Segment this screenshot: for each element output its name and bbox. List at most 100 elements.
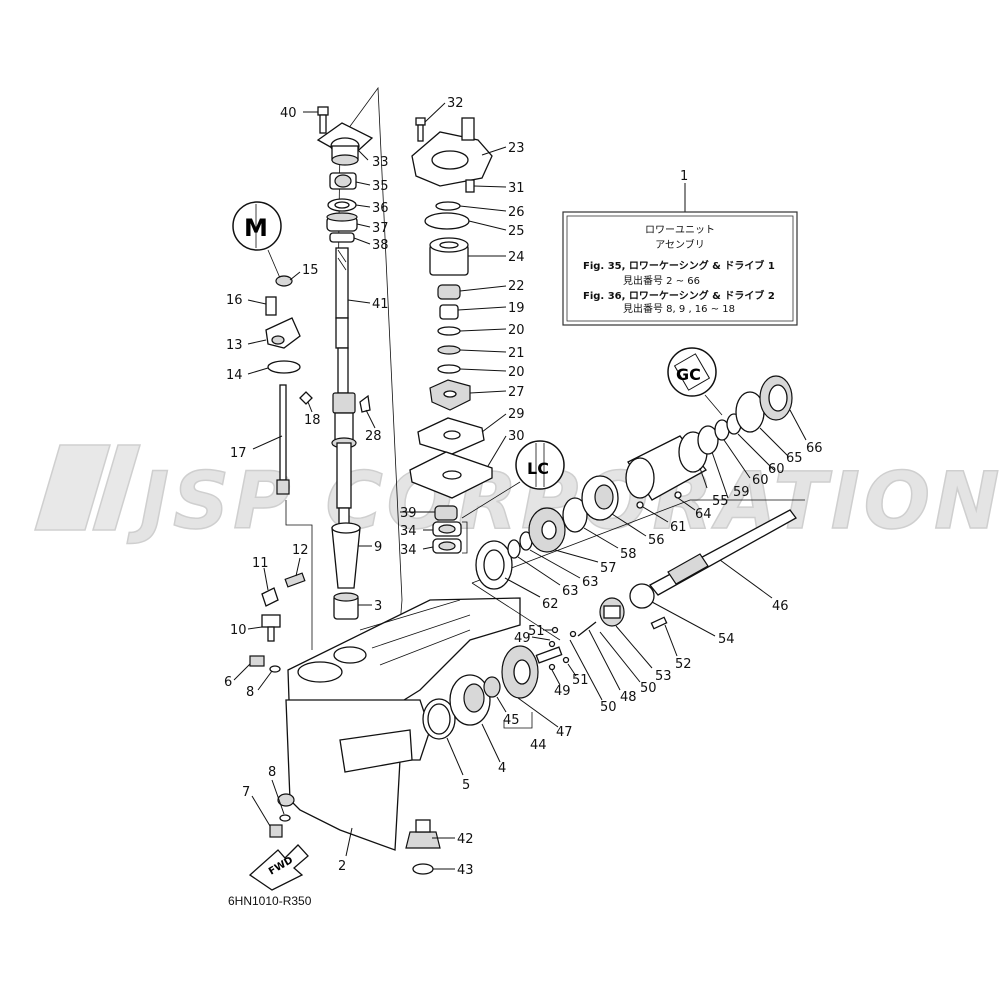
nut-15 — [275, 275, 293, 287]
bolt-40 — [317, 106, 329, 134]
oring-25 — [424, 212, 470, 230]
callout-2: 2 — [338, 859, 346, 874]
part-11 — [261, 587, 279, 607]
box-line-4: 見出番号 2 ~ 66 — [623, 274, 700, 287]
gasket-30 — [409, 451, 493, 499]
gear-57 — [528, 507, 566, 553]
washer-8a — [269, 665, 281, 673]
callout-6: 6 — [224, 675, 232, 690]
callout-58: 58 — [620, 547, 637, 562]
callout-34b: 34 — [400, 543, 417, 558]
pin-12 — [284, 572, 306, 588]
callout-29: 29 — [508, 407, 525, 422]
callout-63a: 63 — [562, 584, 579, 599]
callout-61: 61 — [670, 520, 687, 535]
bolt-16 — [265, 296, 277, 316]
ball-50a — [569, 630, 577, 638]
badge-m: M — [232, 201, 282, 251]
collar-37 — [326, 212, 358, 232]
plunger-48 — [535, 646, 563, 664]
callout-55: 55 — [712, 494, 729, 509]
bearing-35 — [329, 172, 357, 190]
clip-18 — [299, 391, 313, 405]
callout-47: 47 — [556, 725, 573, 740]
seal-19 — [439, 304, 459, 320]
sleeve-9 — [331, 522, 361, 589]
callout-19: 19 — [508, 301, 525, 316]
callout-10: 10 — [230, 623, 247, 638]
pinion-42 — [405, 819, 441, 849]
bolt-32 — [415, 117, 426, 142]
callout-1: 1 — [680, 169, 688, 184]
key-28 — [359, 394, 371, 413]
drive-shaft-41 — [331, 247, 357, 529]
bearing-56 — [581, 475, 619, 521]
callout-38: 38 — [372, 238, 389, 253]
pin-51a — [551, 626, 559, 634]
bearing-55 — [697, 425, 719, 455]
callout-15: 15 — [302, 263, 319, 278]
callout-34a: 34 — [400, 524, 417, 539]
callout-27: 27 — [508, 385, 525, 400]
ring-21 — [437, 345, 461, 355]
bearing-4 — [449, 674, 491, 726]
callout-39: 39 — [400, 506, 417, 521]
callout-37: 37 — [372, 221, 389, 236]
callout-49a: 49 — [514, 631, 531, 646]
callout-28: 28 — [365, 429, 382, 444]
nut-43 — [412, 863, 434, 875]
spring-50b — [577, 621, 597, 637]
callout-66: 66 — [806, 441, 823, 456]
callout-16: 16 — [226, 293, 243, 308]
ball-49b — [548, 663, 556, 671]
box-line-5: Fig. 36, ロワーケーシング & ドライブ 2 — [583, 289, 775, 302]
callout-22: 22 — [508, 279, 525, 294]
callout-40: 40 — [280, 106, 297, 121]
callout-48: 48 — [620, 690, 637, 705]
pin-61 — [636, 501, 644, 509]
callout-32: 32 — [447, 96, 464, 111]
callout-11: 11 — [252, 556, 269, 571]
bolt-6 — [249, 655, 265, 667]
callout-50b: 50 — [600, 700, 617, 715]
box-line-6: 見出番号 8, 9 , 16 ~ 18 — [623, 302, 735, 315]
ring-20a — [437, 326, 461, 336]
callout-35: 35 — [372, 179, 389, 194]
svg-text:M: M — [244, 214, 268, 242]
gear-54 — [629, 583, 655, 609]
callout-64: 64 — [695, 507, 712, 522]
callout-25: 25 — [508, 224, 525, 239]
ball-49a — [548, 640, 556, 648]
callout-63b: 63 — [582, 575, 599, 590]
callout-21: 21 — [508, 346, 525, 361]
pin-51b — [562, 656, 570, 664]
gear-47 — [501, 645, 539, 699]
callout-33: 33 — [372, 155, 389, 170]
callout-14: 14 — [226, 368, 243, 383]
callout-26: 26 — [508, 205, 525, 220]
ring-20b — [437, 364, 461, 374]
nut-66 — [759, 375, 793, 421]
drain-7 — [269, 824, 283, 838]
bearing-39 — [434, 505, 458, 521]
callout-30: 30 — [508, 429, 525, 444]
callout-7: 7 — [242, 785, 250, 800]
callout-56: 56 — [648, 533, 665, 548]
box-title-1: ロワーユニット — [645, 225, 715, 236]
pin-52 — [650, 616, 668, 630]
pin-31 — [465, 179, 475, 193]
liner-24 — [429, 237, 469, 276]
badge-gc: GC — [667, 347, 717, 397]
callout-17: 17 — [230, 446, 247, 461]
bearing-34a — [432, 521, 462, 537]
callout-44: 44 — [530, 738, 547, 753]
callout-53: 53 — [655, 669, 672, 684]
propeller-shaft-46 — [649, 509, 797, 596]
pump-housing-23 — [411, 117, 493, 187]
callout-57: 57 — [600, 561, 617, 576]
callout-49b: 49 — [554, 684, 571, 699]
callout-8a: 8 — [246, 685, 254, 700]
callout-65: 65 — [786, 451, 803, 466]
plate-29 — [417, 417, 485, 455]
